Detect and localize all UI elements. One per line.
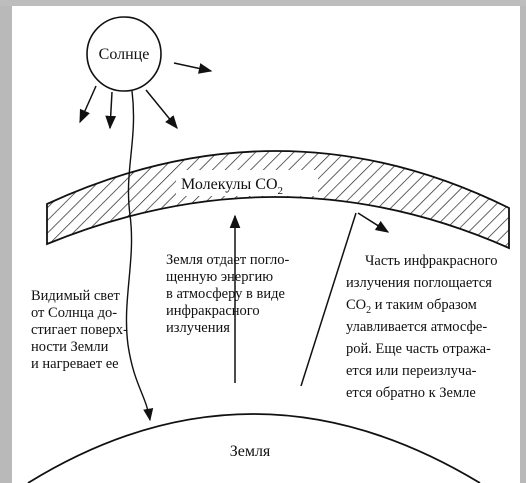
page-background — [12, 6, 520, 483]
ir-text-line: ется обратно к Земле — [346, 385, 476, 401]
sun-ray-right-arrow — [173, 62, 213, 74]
sun-circle — [86, 16, 162, 92]
re-radiation-arrow — [357, 212, 390, 233]
molecule-label: Молекулы CO2 — [181, 176, 283, 197]
ir-text-line-co2: CO2 и таким образом — [346, 297, 477, 316]
atmosphere-band — [46, 150, 510, 250]
earth-label: Земля — [230, 443, 271, 460]
right-border — [520, 0, 526, 483]
re-radiation-line — [300, 212, 357, 387]
sun-ray-down-arrow — [105, 91, 117, 130]
sun-label: Солнце — [99, 46, 150, 63]
ir-text-line: Часть инфракрасного — [365, 253, 497, 269]
sun-rays — [79, 62, 213, 130]
top-border — [0, 0, 526, 6]
molecule-label-bg — [176, 170, 318, 196]
left-border — [0, 0, 12, 483]
earth-emission-text: Земля отдает погло- щенную энергию в атм… — [166, 252, 290, 336]
sun-ray-left-arrow — [79, 85, 97, 124]
ir-text-block: Часть инфракрасного излучения поглощаетс… — [346, 253, 497, 401]
ir-text-line: ется или переизлуча- — [346, 363, 477, 379]
visible-light-text: Видимый свет от Солнца до- стигает повер… — [31, 288, 128, 372]
ir-text-line: улавливается атмосфе- — [346, 319, 487, 335]
ir-text-line: рой. Еще часть отража- — [346, 341, 491, 357]
ir-text-line: излучения поглощается — [346, 275, 492, 291]
earth-arc — [27, 413, 481, 483]
sun-ray-right-down-arrow — [145, 89, 178, 130]
visible-light-arrow — [125, 90, 154, 422]
